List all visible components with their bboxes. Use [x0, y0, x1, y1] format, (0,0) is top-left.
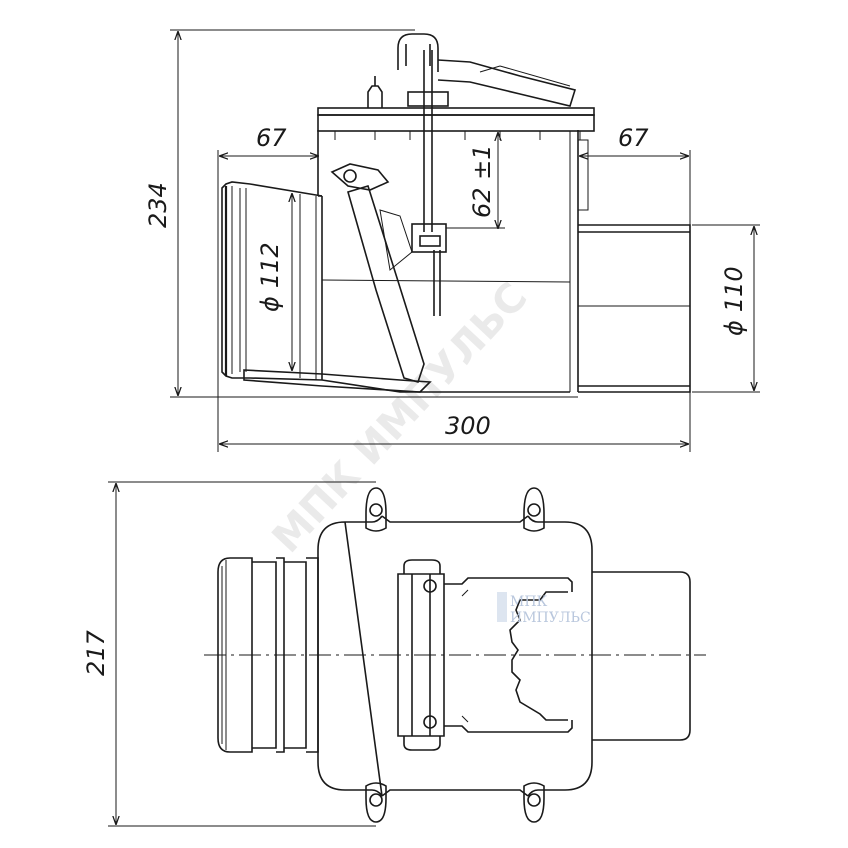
plan-handle-bracket-bottom [403, 736, 441, 751]
dim-width-plan: 217 [82, 629, 110, 676]
logo-line2: ИМПУЛЬС [510, 610, 591, 626]
handle-lever-end [479, 65, 571, 87]
dim-outlet-diameter: ϕ110 [720, 266, 748, 336]
plan-inlet-rings [252, 557, 319, 753]
flap [347, 185, 425, 383]
stem-nut [407, 91, 449, 107]
hinge-pin [343, 169, 357, 183]
plan-handle-lever [444, 577, 573, 733]
flap-plate [379, 209, 413, 271]
side-dimensions: 234 300 67 67 62 ±1 ϕ112 ϕ110 [144, 29, 760, 452]
dim-length-total: 300 [445, 412, 491, 440]
dim-handle-height: 62 ±1 [468, 144, 496, 218]
plan-handle-grip-inner [461, 589, 469, 723]
plan-outlet [592, 571, 691, 741]
company-logo: МПК ИМПУЛЬС [497, 592, 591, 626]
plan-body [317, 515, 593, 797]
dim-inlet-diameter: ϕ112 [256, 242, 284, 312]
watermark-text: МПК ИМПУЛЬС [264, 274, 537, 562]
axis-line-side [321, 279, 571, 283]
inlet-inner [231, 186, 317, 380]
svg-text:ϕ110: ϕ110 [720, 266, 748, 336]
stem-coupling [411, 223, 447, 253]
dim-height-side: 234 [144, 182, 172, 228]
handle-lever [437, 59, 577, 107]
lid-cover [317, 107, 595, 116]
lid-plate [317, 114, 595, 132]
logo-line1: МПК [510, 594, 548, 610]
side-view [221, 33, 691, 393]
dim-inlet-length: 67 [256, 124, 287, 152]
plan-inlet [217, 557, 253, 753]
svg-text:ϕ112: ϕ112 [256, 242, 284, 312]
inlet-socket [221, 181, 323, 381]
plan-inlet-inner [221, 560, 227, 750]
plan-dimensions: 217 [82, 481, 376, 827]
lid-screws [334, 131, 581, 140]
flap-hinge [330, 163, 390, 191]
lid-vent [367, 76, 383, 108]
plan-handle-screw-bottom [423, 715, 437, 729]
bottom-wall [243, 369, 432, 393]
plan-view [204, 487, 706, 823]
handle-grip [397, 33, 439, 72]
plan-handle-screw-top [423, 579, 437, 593]
plan-handle-bracket [397, 573, 445, 737]
stem-coupling-core [419, 235, 441, 247]
plan-handle-bracket-top [403, 559, 441, 574]
dim-outlet-length: 67 [618, 124, 649, 152]
stem [423, 50, 441, 316]
lid-side-stub [578, 139, 589, 211]
plan-screws [365, 487, 545, 823]
outlet-pipe [578, 224, 691, 393]
